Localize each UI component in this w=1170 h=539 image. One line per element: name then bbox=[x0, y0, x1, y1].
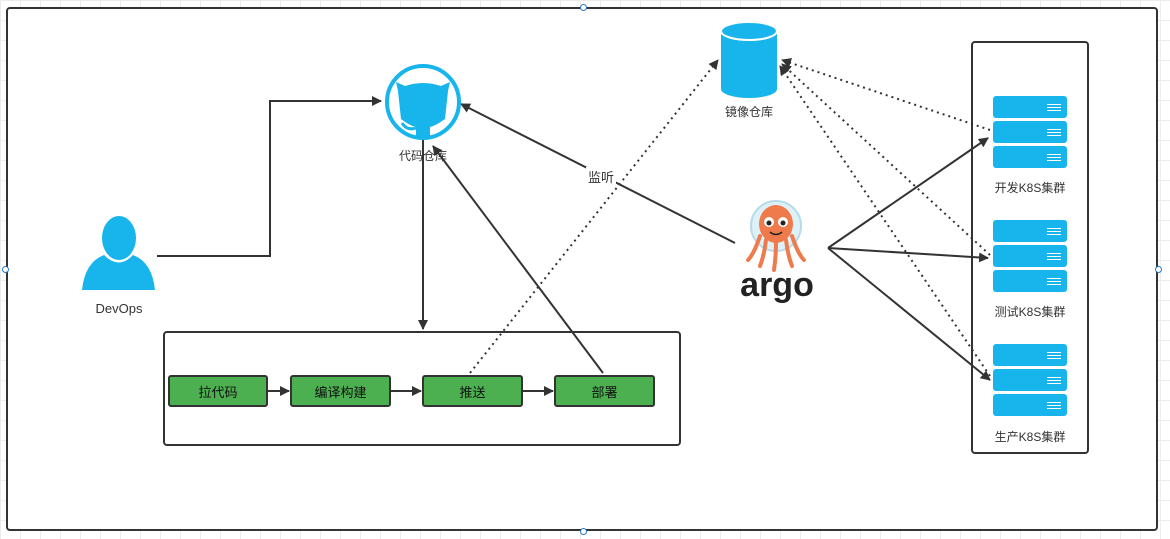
argo-octopus-icon[interactable] bbox=[746, 200, 806, 272]
test-cluster-label: 测试K8S集群 bbox=[994, 305, 1066, 319]
resize-handle-right[interactable] bbox=[1155, 266, 1162, 273]
resize-handle-bottom[interactable] bbox=[580, 528, 587, 535]
resize-handle-top[interactable] bbox=[580, 4, 587, 11]
server-unit bbox=[993, 146, 1067, 168]
code-repo-label: 代码仓库 bbox=[398, 149, 448, 163]
server-icon[interactable] bbox=[993, 220, 1067, 295]
devops-label: DevOps bbox=[95, 301, 143, 316]
edge-dev-to-image-repo[interactable] bbox=[781, 58, 991, 131]
dev-cluster-label: 开发K8S集群 bbox=[994, 181, 1066, 195]
server-unit bbox=[993, 270, 1067, 292]
server-unit bbox=[993, 96, 1067, 118]
server-unit bbox=[993, 394, 1067, 416]
server-unit bbox=[993, 245, 1067, 267]
edge-argo-to-test[interactable] bbox=[827, 247, 989, 263]
resize-handle-left[interactable] bbox=[2, 266, 9, 273]
server-unit bbox=[993, 121, 1067, 143]
edge-argo-to-prod[interactable] bbox=[827, 247, 991, 381]
edge-argo-to-dev[interactable] bbox=[827, 137, 989, 249]
pipeline-step-pull-code[interactable]: 拉代码 bbox=[168, 375, 268, 407]
server-unit bbox=[993, 369, 1067, 391]
edge-test-to-image-repo[interactable] bbox=[781, 63, 991, 256]
prod-cluster-label: 生产K8S集群 bbox=[994, 430, 1066, 444]
pipeline-step-deploy[interactable]: 部署 bbox=[554, 375, 655, 407]
edge-devops-to-repo[interactable] bbox=[157, 96, 382, 257]
argo-logo-text: argo bbox=[740, 266, 814, 304]
server-icon[interactable] bbox=[993, 96, 1067, 171]
pipeline-step-push[interactable]: 推送 bbox=[422, 375, 523, 407]
listen-edge-label: 监听 bbox=[585, 167, 617, 186]
image-repo-label: 镜像仓库 bbox=[724, 105, 774, 119]
edge-push-to-image-repo[interactable] bbox=[469, 59, 719, 374]
database-icon[interactable] bbox=[720, 21, 778, 98]
github-icon[interactable] bbox=[385, 64, 461, 140]
edge-prod-to-image-repo[interactable] bbox=[779, 65, 991, 377]
server-icon[interactable] bbox=[993, 344, 1067, 419]
edge-deploy-to-repo[interactable] bbox=[432, 145, 604, 374]
server-unit bbox=[993, 220, 1067, 242]
person-icon[interactable] bbox=[82, 216, 155, 290]
server-unit bbox=[993, 344, 1067, 366]
pipeline-step-build[interactable]: 编译构建 bbox=[290, 375, 391, 407]
